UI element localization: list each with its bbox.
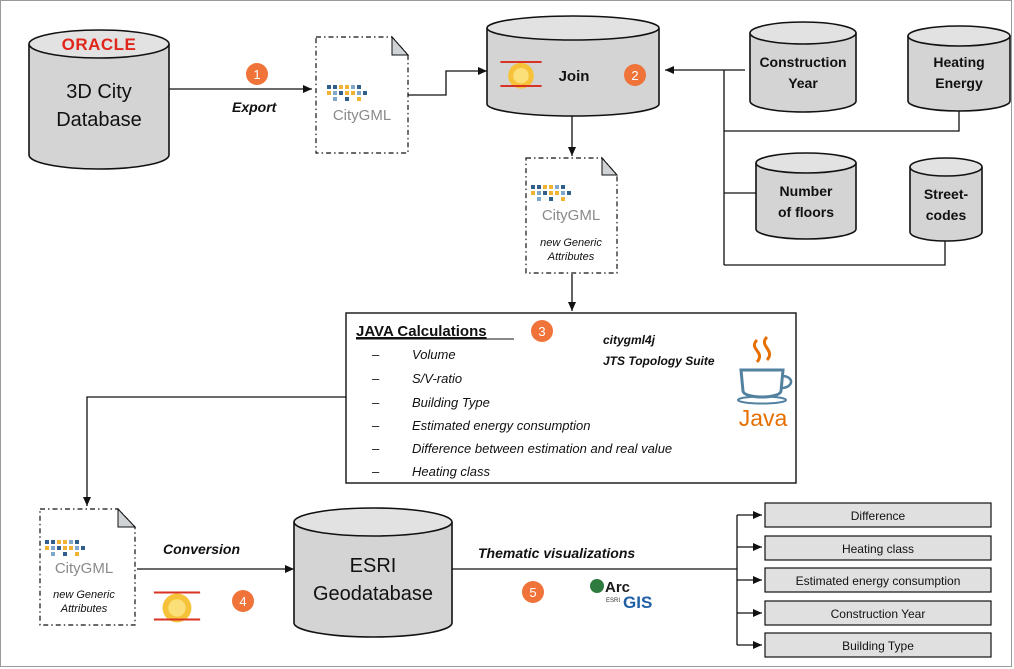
citygml-logo-2: CityGML — [542, 207, 600, 224]
conversion-label: Conversion — [163, 541, 240, 557]
output-box-5 — [764, 632, 992, 658]
step-badge-1 — [246, 63, 268, 85]
calc-item-sv-ratio: S/V-ratio — [412, 371, 462, 386]
output-label-construction-year: Construction Year — [831, 607, 926, 621]
output-box-4 — [764, 600, 992, 626]
new-attr-label-3a: new Generic — [53, 589, 115, 601]
java-logo-text: Java — [739, 405, 788, 431]
output-box-1 — [764, 502, 992, 528]
calc-item-building-type: Building Type — [412, 395, 490, 410]
step-badge-5 — [522, 581, 544, 603]
step-badge-4 — [232, 590, 254, 612]
esri-label-2: Geodatabase — [313, 583, 433, 605]
java-title: JAVA Calculations — [356, 323, 487, 340]
step-number-5: 5 — [529, 585, 536, 600]
new-attr-label-2a: new Generic — [540, 237, 602, 249]
calc-dash-4: – — [371, 418, 380, 433]
citygml-logo-3: CityGML — [55, 560, 113, 577]
arcgis-esri-text: ESRI — [606, 598, 620, 604]
citygml-logo-1: CityGML — [333, 107, 391, 124]
step-badge-3 — [531, 320, 553, 342]
construction-year-label-1: Construction — [759, 54, 846, 70]
esri-label-1: ESRI — [350, 555, 397, 577]
output-box-2 — [764, 535, 992, 561]
streetcodes-label-1: Street- — [924, 186, 969, 202]
step-number-2: 2 — [631, 68, 638, 83]
streetcodes-label-2: codes — [926, 207, 967, 223]
streetcodes-db: Street- codes — [909, 157, 983, 242]
city-db-label-1: 3D City — [66, 81, 132, 103]
number-of-floors-db: Number of floors — [755, 152, 857, 240]
lib-citygml4j: citygml4j — [603, 333, 656, 347]
calc-item-difference: Difference between estimation and real v… — [412, 441, 672, 456]
construction-year-label-2: Year — [788, 75, 818, 91]
arcgis-arc-text: Arc — [605, 579, 630, 596]
city-database: ORACLE 3D City Database — [28, 29, 170, 170]
calc-dash-3: – — [371, 395, 380, 410]
step-number-4: 4 — [239, 594, 246, 609]
arcgis-gis-text: GIS — [623, 593, 652, 612]
join-label: Join — [559, 68, 590, 85]
calc-item-volume: Volume — [412, 347, 456, 362]
floors-label-1: Number — [780, 183, 833, 199]
join-database: Join — [486, 15, 660, 117]
output-label-difference: Difference — [851, 509, 906, 523]
arrow-java-to-gml — [83, 396, 346, 506]
connectors — [83, 66, 960, 649]
heating-energy-label-1: Heating — [933, 54, 984, 70]
line-heating-energy — [724, 109, 960, 132]
calc-dash-2: – — [371, 371, 380, 386]
calc-item-heating-class: Heating class — [412, 464, 491, 479]
arrow-gml-to-join — [408, 67, 487, 96]
fme-icon-conversion — [152, 591, 202, 624]
export-label: Export — [232, 99, 278, 115]
floors-label-2: of floors — [778, 204, 834, 220]
java-logo-icon: Java — [737, 335, 793, 431]
calc-item-energy: Estimated energy consumption — [412, 418, 590, 433]
arcgis-logo-icon: Arc ESRI GIS — [590, 579, 652, 612]
thematic-label: Thematic visualizations — [478, 545, 635, 561]
citygml-file-1: CityGML — [315, 35, 410, 154]
citygml-file-3: CityGML new Generic Attributes — [39, 507, 137, 626]
lib-jts: JTS Topology Suite — [603, 354, 715, 368]
output-box-3 — [764, 567, 992, 593]
output-list: Difference Heating class Estimated energ… — [764, 502, 992, 658]
calc-list: – Volume – S/V-ratio – Building Type – E… — [371, 347, 672, 479]
calc-dash-6: – — [371, 464, 380, 479]
output-label-heating-class: Heating class — [842, 542, 914, 556]
output-label-energy: Estimated energy consumption — [796, 574, 961, 588]
step-number-1: 1 — [253, 67, 260, 82]
step-number-3: 3 — [538, 324, 545, 339]
heating-energy-db: Heating Energy — [907, 25, 1011, 112]
city-db-label-2: Database — [56, 109, 142, 131]
java-calculations-box: JAVA Calculations 3 citygml4j JTS Topolo… — [345, 312, 797, 484]
calc-dash-5: – — [371, 441, 380, 456]
calc-dash-1: – — [371, 347, 380, 362]
construction-year-db: Construction Year — [749, 21, 857, 113]
line-streetcodes — [724, 241, 946, 266]
output-label-building-type: Building Type — [842, 639, 914, 653]
citygml-file-2: CityGML new Generic Attributes — [525, 156, 619, 274]
esri-geodatabase: ESRI Geodatabase — [293, 507, 453, 638]
step-badge-2 — [624, 64, 646, 86]
new-attr-label-3b: Attributes — [60, 603, 108, 615]
heating-energy-label-2: Energy — [935, 75, 983, 91]
new-attr-label-2b: Attributes — [547, 251, 595, 263]
oracle-logo: ORACLE — [62, 35, 137, 54]
